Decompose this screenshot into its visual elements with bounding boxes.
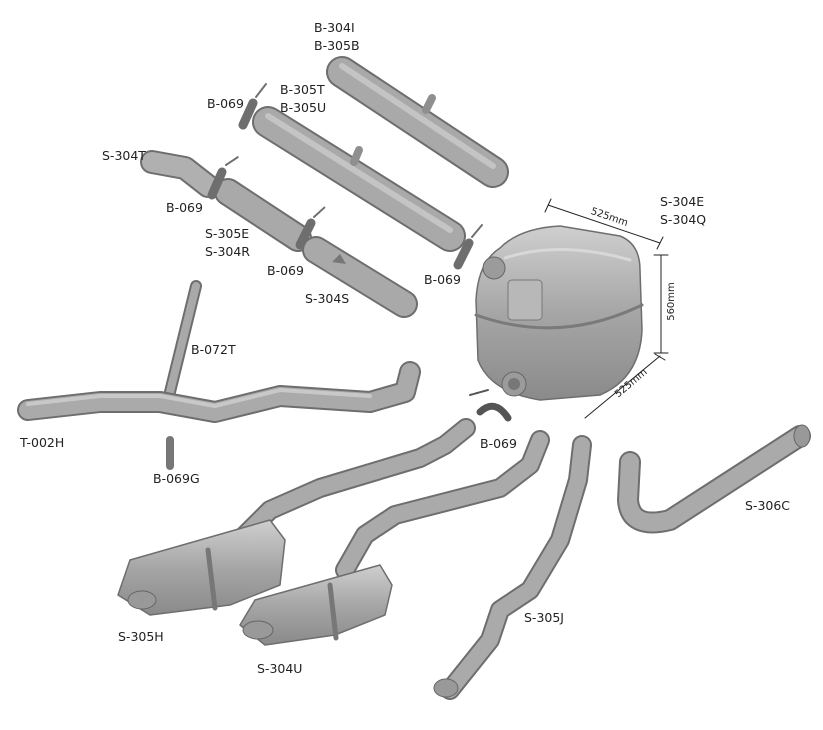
part-label: B-069 — [480, 436, 517, 451]
part-label: S-304S — [305, 291, 350, 306]
part-label: B-305T — [280, 82, 325, 97]
part-label: S-306C — [745, 498, 791, 513]
part-label: B-305U — [280, 100, 327, 115]
clamp-b069-large — [469, 389, 512, 422]
bracket-b072t — [164, 280, 202, 398]
part-label: B-069 — [267, 263, 304, 278]
tailpipe-t002h — [17, 361, 421, 423]
pipe-s305h — [117, 418, 476, 616]
part-label: B-069G — [153, 471, 200, 486]
flex-tube-b304i — [326, 56, 509, 188]
clamp-b069 — [207, 83, 483, 270]
flex-tube-s305e — [214, 178, 312, 252]
part-label: T-002H — [20, 435, 65, 450]
pipe-s304u — [239, 430, 550, 646]
part-label: B-069 — [207, 96, 244, 111]
flex-tube-b305t — [252, 106, 466, 252]
dimension-height: 560mm — [665, 282, 677, 321]
part-label: S-305E — [205, 226, 250, 241]
part-label: B-305B — [314, 38, 360, 53]
part-label: S-304Q — [660, 212, 707, 227]
part-label: B-069 — [166, 200, 203, 215]
part-label: S-304E — [660, 194, 705, 209]
dimension-lines — [544, 198, 669, 419]
part-label: B-069 — [424, 272, 461, 287]
pipe-s306c — [617, 424, 811, 534]
pipe-s305j — [433, 435, 592, 700]
part-label: B-072T — [191, 342, 236, 357]
part-label: S-304T — [102, 148, 146, 163]
flex-tube-s304s — [302, 236, 418, 318]
part-label: S-305H — [118, 629, 164, 644]
muffler-box-s304e — [474, 225, 644, 401]
part-label: S-305J — [524, 610, 564, 625]
part-label: S-304R — [205, 244, 250, 259]
part-label: B-304I — [314, 20, 355, 35]
elbow-s304t — [140, 150, 220, 198]
part-label: S-304U — [257, 661, 303, 676]
